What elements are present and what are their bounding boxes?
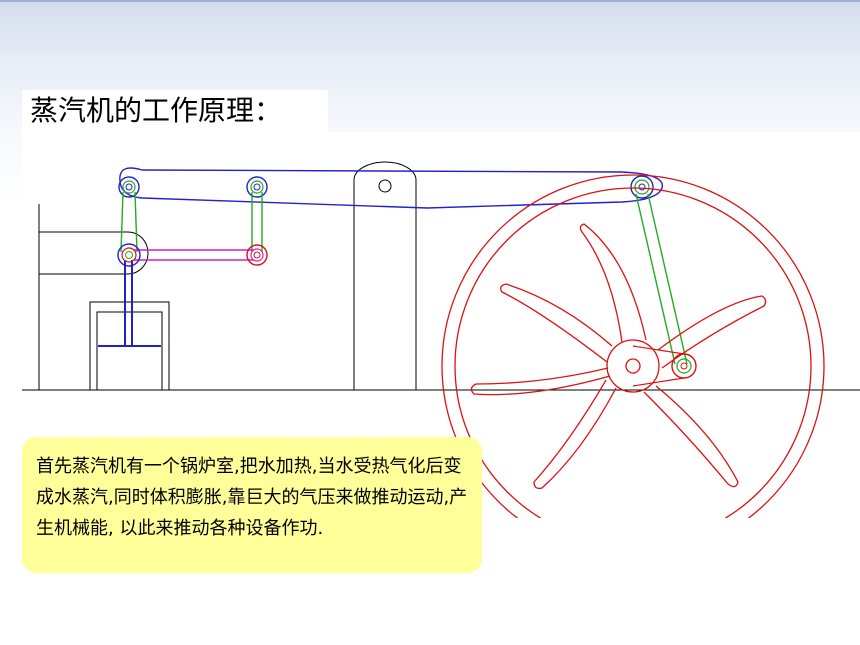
flywheel-hub [606,339,660,393]
spoke-4 [643,385,739,488]
parallel-link [134,249,254,261]
spoke-6 [470,367,611,396]
spoke-1 [500,283,613,363]
description-note: 首先蒸汽机有一个锅炉室,把水加热,当水受热气化后变成水蒸汽,同时体积膨胀,靠巨大… [22,437,482,573]
column-pivot [378,179,392,193]
flywheel-axle [625,358,641,374]
beam-pivot-left [118,176,140,198]
cylinder-inner [96,311,163,391]
flywheel [441,174,825,518]
spoke-2 [579,223,647,343]
slide-title: 蒸汽机的工作原理： [22,90,328,132]
beam-pivot-right [630,175,654,199]
top-accent-line [0,0,860,2]
support-column [353,161,417,390]
middle-connecting-rod [251,192,263,252]
link-joint [246,244,268,266]
spoke-3 [657,295,767,369]
beam-pivot-middle [246,176,268,198]
crank-arm [632,345,685,387]
left-connecting-rod [120,191,138,253]
spoke-5 [533,379,617,490]
crank-connecting-rod [635,193,688,365]
steam-engine-drawing [22,161,860,518]
crank-pin [671,353,697,379]
crosshead-joint [117,243,141,267]
cylinder-housing [39,231,128,275]
